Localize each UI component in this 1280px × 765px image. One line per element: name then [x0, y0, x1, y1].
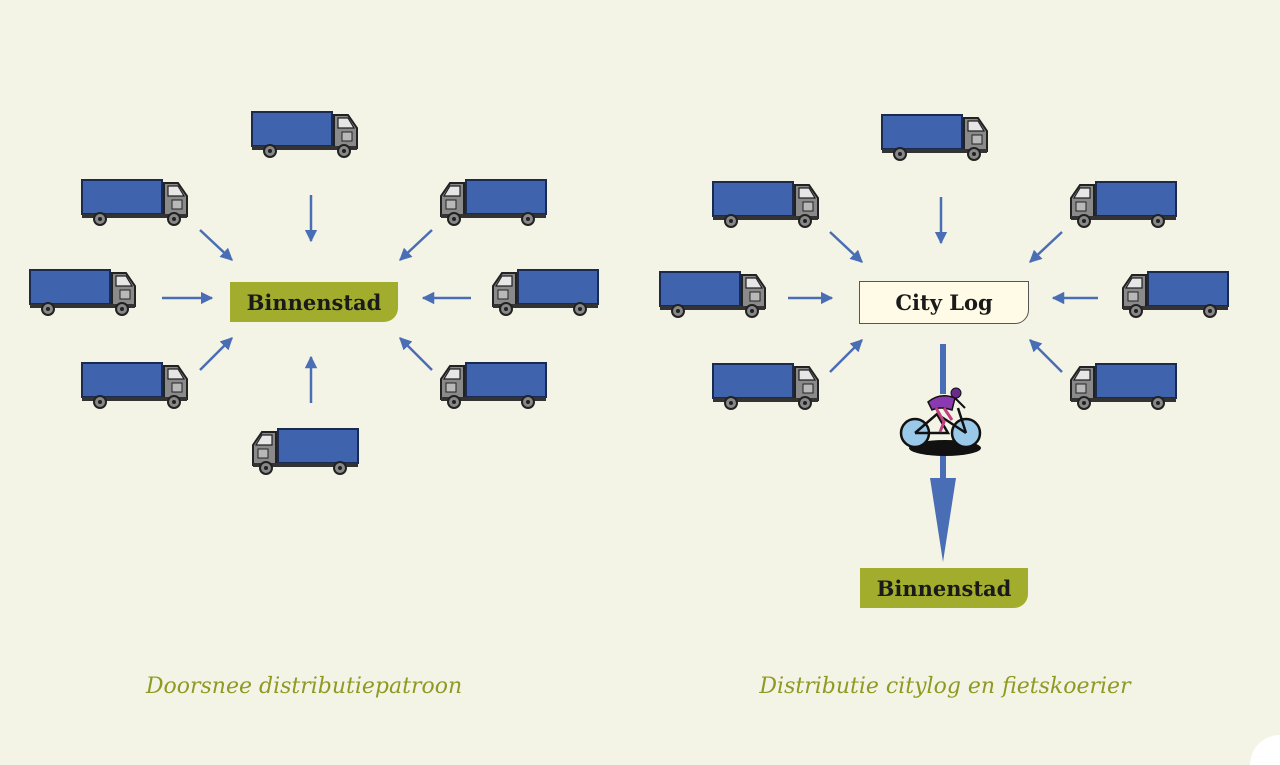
- arrow: [1029, 231, 1063, 263]
- truck-icon: [81, 179, 188, 226]
- arrow: [399, 229, 433, 261]
- arrow: [199, 337, 233, 371]
- right-arrows: [788, 197, 1098, 373]
- right-destination-label: Binnenstad: [876, 575, 1012, 601]
- truck-icon: [251, 111, 358, 158]
- arrow: [1029, 339, 1063, 373]
- truck-icon: [1122, 271, 1229, 318]
- left-arrows: [162, 195, 471, 403]
- arrow: [829, 231, 863, 263]
- right-hub-city-log: City Log: [859, 281, 1029, 324]
- truck-icon: [712, 181, 819, 228]
- truck-icon: [440, 179, 547, 226]
- left-hub-binnenstad: Binnenstad: [230, 282, 398, 322]
- truck-icon: [81, 362, 188, 409]
- right-caption: Distributie citylog en fietskoerier: [759, 674, 1131, 699]
- truck-icon: [492, 269, 599, 316]
- left-hub-label: Binnenstad: [246, 289, 382, 315]
- right-hub-label: City Log: [895, 290, 993, 315]
- truck-icon: [29, 269, 136, 316]
- bicycle-courier-icon: [899, 387, 982, 456]
- right-destination-binnenstad: Binnenstad: [860, 568, 1028, 608]
- truck-icon: [440, 362, 547, 409]
- truck-icon: [712, 363, 819, 410]
- left-caption: Doorsnee distributiepatroon: [145, 674, 463, 699]
- courier-route-arrow: [930, 344, 956, 562]
- truck-icon: [881, 114, 988, 161]
- truck-icon: [1070, 181, 1177, 228]
- arrow: [829, 339, 863, 373]
- truck-icon: [252, 428, 359, 475]
- truck-icon: [659, 271, 766, 318]
- arrow: [199, 229, 233, 261]
- truck-icon: [1070, 363, 1177, 410]
- arrow: [399, 337, 433, 371]
